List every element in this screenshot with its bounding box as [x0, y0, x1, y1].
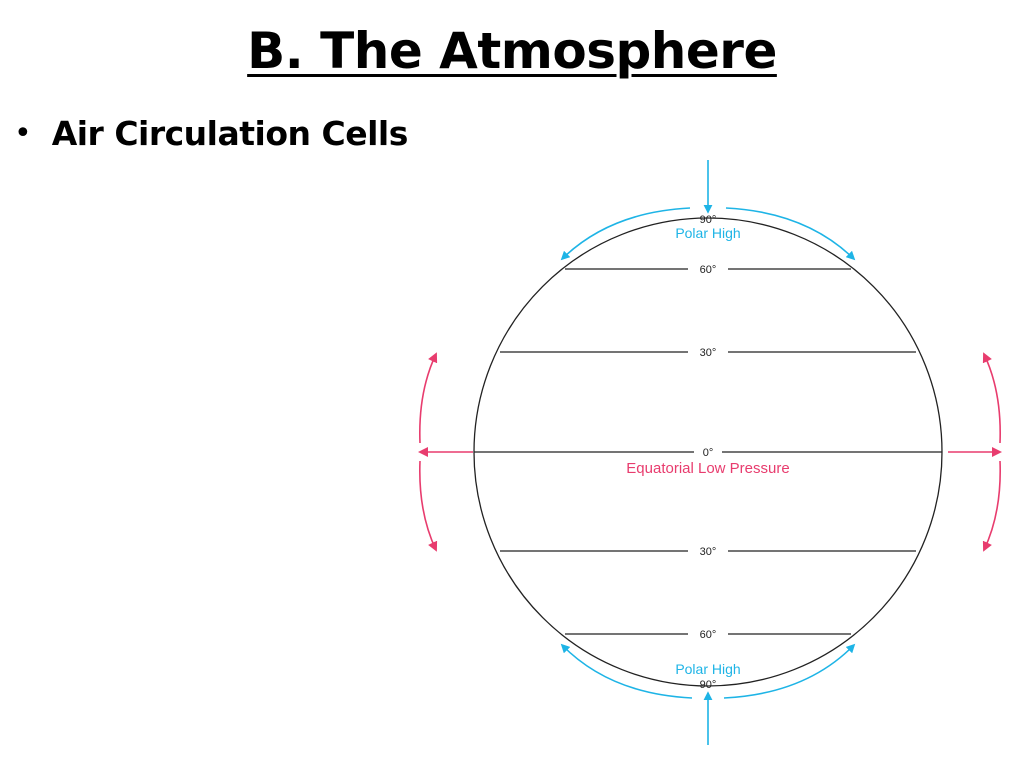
- slide-title-text: B. The Atmosphere: [247, 22, 777, 80]
- label-equator: 0°: [703, 447, 714, 459]
- north-left-arc-arrow: [560, 207, 691, 261]
- label-north-30: 30°: [700, 347, 717, 359]
- north-right-arc-arrow: [725, 207, 856, 261]
- label-equatorial-low: Equatorial Low Pressure: [626, 460, 789, 477]
- label-north-polar-high: Polar High: [675, 225, 740, 241]
- slide-title: B. The Atmosphere: [0, 22, 1024, 80]
- left-upper-arc-arrow: [419, 352, 438, 444]
- south-right-arc-arrow: [723, 643, 856, 699]
- bullet-icon: •: [14, 116, 32, 151]
- bullet-item: • Air Circulation Cells: [14, 114, 408, 153]
- south-left-arc-arrow: [560, 643, 693, 699]
- right-lower-arc-arrow: [982, 460, 1001, 552]
- left-lower-arc-arrow: [419, 460, 438, 552]
- label-south-pole: 90°: [700, 679, 717, 691]
- label-north-60: 60°: [700, 264, 717, 276]
- label-south-60: 60°: [700, 629, 717, 641]
- bullet-text: Air Circulation Cells: [51, 114, 409, 153]
- right-upper-arc-arrow: [982, 352, 1001, 444]
- label-south-30: 30°: [700, 546, 717, 558]
- label-north-pole: 90°: [700, 214, 717, 226]
- label-south-polar-high: Polar High: [675, 661, 740, 677]
